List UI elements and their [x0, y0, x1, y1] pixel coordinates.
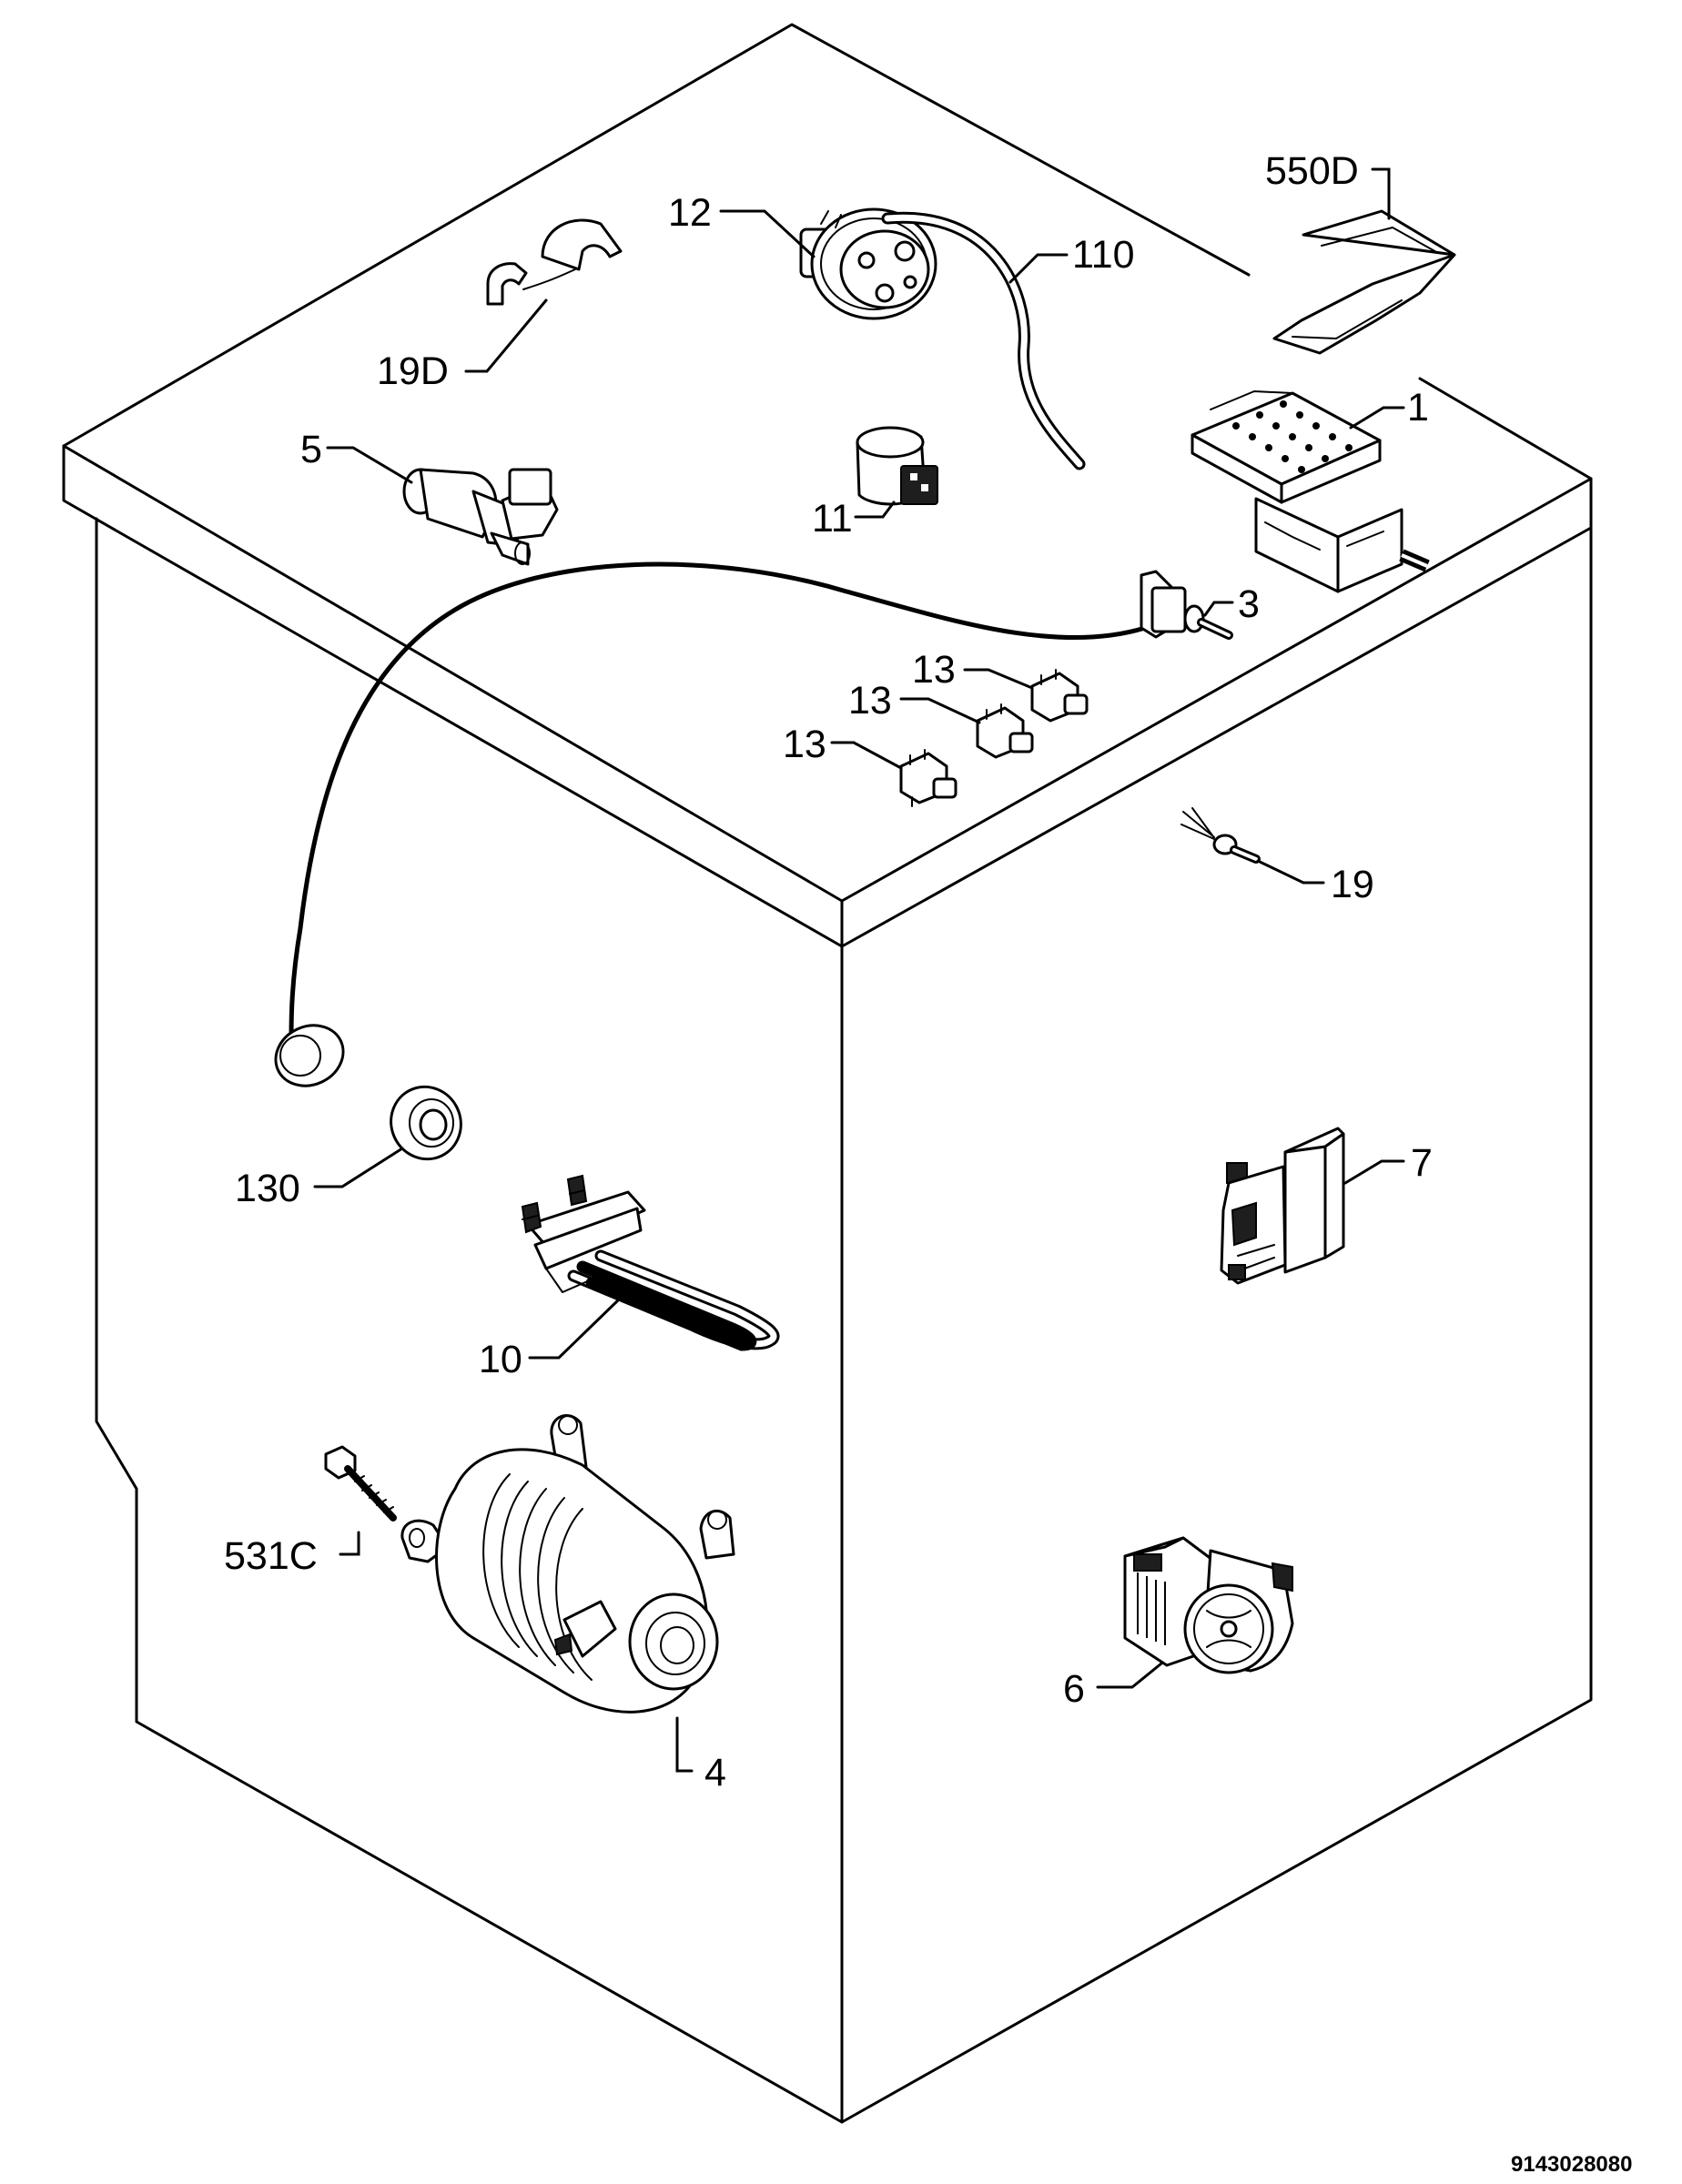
label-7: 7: [1411, 1141, 1433, 1185]
part-110-hose: [881, 211, 1086, 470]
label-13-c: 13: [783, 723, 826, 766]
part-5-inlet-valve: [402, 468, 559, 566]
part-10-heater: [521, 1174, 780, 1351]
part-6-drain-pump: [1123, 1536, 1294, 1674]
part-550D-bracket: [1272, 209, 1456, 355]
label-4: 4: [704, 1751, 726, 1795]
part-13-connector-b: [976, 703, 1034, 759]
part-12-pressure-switch: [799, 207, 937, 320]
label-6: 6: [1063, 1667, 1085, 1711]
part-19-sensor: [1180, 807, 1261, 864]
part-1-programme-selector: [1191, 390, 1430, 593]
cabinet-outline: [62, 23, 1593, 2124]
part-3-switch: [289, 561, 1233, 1040]
label-550D: 550D: [1265, 149, 1359, 193]
label-130: 130: [235, 1167, 300, 1210]
part-labels: 550D 12 110 19D 1 5 11 3 13 13 13 19 130…: [224, 149, 1433, 1795]
part-7-door-lock: [1220, 1127, 1345, 1285]
label-1: 1: [1407, 386, 1429, 430]
label-110: 110: [1072, 233, 1135, 277]
part-13-connector-a: [1030, 669, 1089, 723]
label-10: 10: [479, 1338, 522, 1381]
part-wire-grommet: [274, 1024, 345, 1087]
label-3: 3: [1238, 582, 1260, 626]
part-531C-screw: [324, 1445, 397, 1522]
part-11-capacitor: [856, 426, 938, 506]
label-13-a: 13: [912, 648, 956, 692]
label-19: 19: [1331, 863, 1374, 906]
part-130-grommet: [390, 1085, 462, 1161]
label-13-b: 13: [848, 679, 892, 723]
part-4-motor: [400, 1414, 735, 1714]
part-13-connector-c: [899, 749, 958, 807]
part-19D-clip: [486, 218, 623, 306]
label-5: 5: [300, 428, 322, 471]
label-19D: 19D: [377, 349, 449, 393]
label-12: 12: [668, 191, 712, 235]
label-531C: 531C: [224, 1534, 318, 1578]
leader-lines: [313, 167, 1405, 1773]
label-11: 11: [812, 497, 853, 541]
document-code: 9143028080: [1511, 2152, 1632, 2177]
